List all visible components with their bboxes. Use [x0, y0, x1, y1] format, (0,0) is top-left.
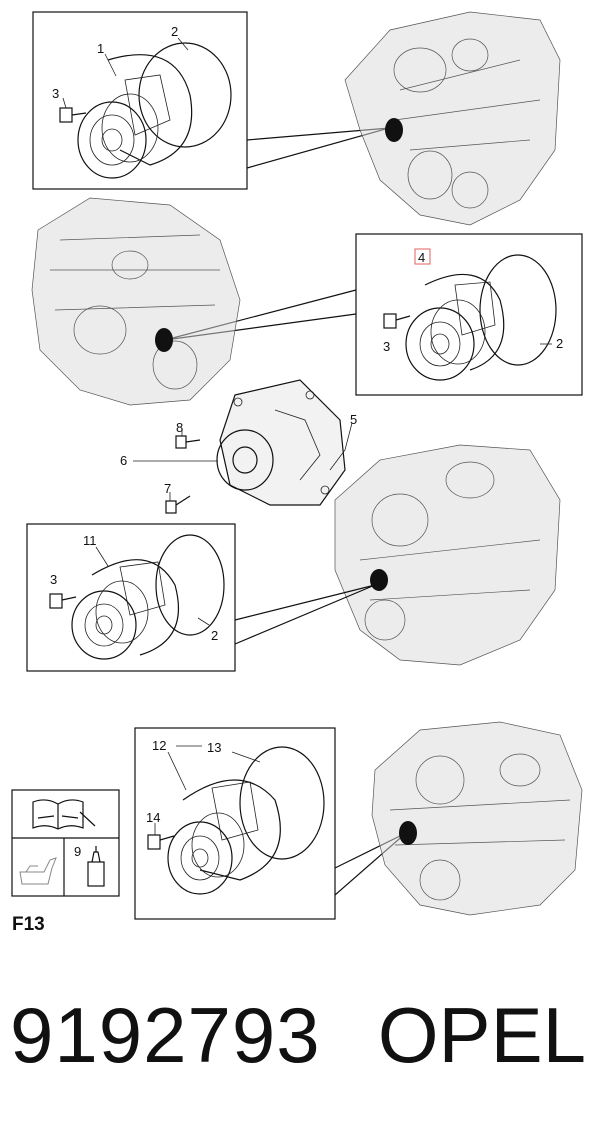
- callout-13: 13: [207, 740, 221, 755]
- pump-location-marker: [385, 118, 403, 142]
- gasket-part: [138, 42, 232, 148]
- callout-3: 3: [52, 86, 59, 101]
- cover-plate-part: [91, 559, 179, 656]
- oil-can-icon: [19, 857, 57, 885]
- bolt-part: [147, 834, 175, 850]
- cover-plate-part: [107, 54, 193, 166]
- engine-illustration-3: [334, 444, 561, 666]
- callout-4: 4: [418, 250, 425, 265]
- callout-12: 12: [152, 738, 166, 753]
- detail-panel-2: 4 2 3: [164, 233, 583, 396]
- gasket-part: [239, 746, 325, 860]
- callout-11: 11: [83, 533, 97, 548]
- pump-pulley-part: [405, 299, 486, 381]
- callout-7: 7: [164, 481, 171, 496]
- brand-name: OPEL: [377, 991, 586, 1079]
- figure-code: F13: [12, 914, 45, 935]
- legend-box: 9: [11, 789, 120, 897]
- bolt-part: [175, 428, 201, 449]
- footer: 9192793 OPEL: [0, 990, 600, 1100]
- highlight-box: [414, 248, 431, 265]
- callout-2: 2: [556, 336, 563, 351]
- cover-plate-part: [182, 779, 281, 881]
- callout-9: 9: [74, 844, 81, 859]
- callout-6: 6: [120, 453, 127, 468]
- pump-pulley-part: [77, 93, 159, 179]
- bolt-part: [165, 492, 191, 514]
- pump-pulley-part: [71, 580, 149, 660]
- callout-5: 5: [350, 412, 357, 427]
- engine-illustration-4: [371, 721, 583, 916]
- cover-plate-part: [424, 273, 505, 371]
- detail-panel-1: 1 2 3: [32, 11, 390, 190]
- engine-illustration-2: [31, 197, 241, 406]
- detail-panel-4: 12 13 14: [134, 727, 407, 920]
- pump-location-marker: [370, 569, 388, 591]
- gasket-part: [155, 534, 225, 636]
- callout-8: 8: [176, 420, 183, 435]
- part-number: 9192793: [10, 991, 321, 1079]
- pump-location-marker: [155, 328, 173, 352]
- engine-illustration-1: [344, 11, 561, 226]
- bolt-part: [49, 593, 77, 609]
- gasket-part: [479, 254, 557, 366]
- sealant-tube-icon: [87, 846, 105, 887]
- callout-3: 3: [50, 572, 57, 587]
- callout-14: 14: [146, 810, 160, 825]
- manual-book-icon: [32, 799, 96, 830]
- water-pump-assembly: [216, 379, 346, 506]
- bolt-part: [59, 107, 87, 123]
- pump-location-marker: [399, 821, 417, 845]
- callout-2: 2: [211, 628, 218, 643]
- callout-2: 2: [171, 24, 178, 39]
- pump-pulley-part: [167, 812, 245, 895]
- bolt-part: [383, 313, 411, 329]
- callout-1: 1: [97, 41, 104, 56]
- callout-3: 3: [383, 339, 390, 354]
- detail-panel-3: 11 3 2: [26, 523, 376, 672]
